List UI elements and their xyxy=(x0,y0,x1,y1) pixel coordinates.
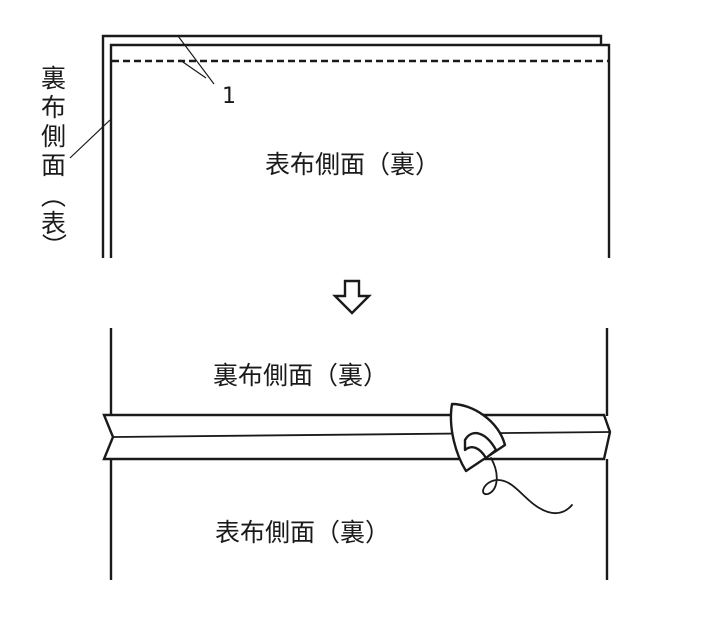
callout-number: 1 xyxy=(222,84,236,109)
iron-icon xyxy=(449,402,573,515)
down-arrow-icon xyxy=(332,279,372,315)
side-label-char: 表 xyxy=(41,209,66,238)
pressed-seam-fold xyxy=(112,431,611,438)
iron-cord xyxy=(482,457,573,515)
bottom-upper-label: 裏布側面（裏） xyxy=(213,361,388,390)
top-panel xyxy=(69,34,611,258)
side-label-leader xyxy=(69,119,111,159)
top-panel-label: 表布側面（裏） xyxy=(265,150,440,179)
iron-handle xyxy=(463,431,498,460)
lining-fabric-outline xyxy=(101,34,603,258)
side-label-char: （ xyxy=(38,183,67,208)
side-label-char: 布 xyxy=(41,93,66,122)
bottom-lower-label: 表布側面（裏） xyxy=(215,518,390,547)
side-label-char: ） xyxy=(39,233,68,258)
callout-leader-1 xyxy=(177,35,215,85)
side-label-char: 面 xyxy=(41,151,66,180)
side-label-char: 裏 xyxy=(41,64,66,93)
side-label: 裏 布 側 面 （ 表 ） xyxy=(38,64,68,258)
side-label-char: 側 xyxy=(41,122,66,151)
outer-fabric-outline xyxy=(109,43,611,258)
callout-leader-2 xyxy=(179,59,207,79)
